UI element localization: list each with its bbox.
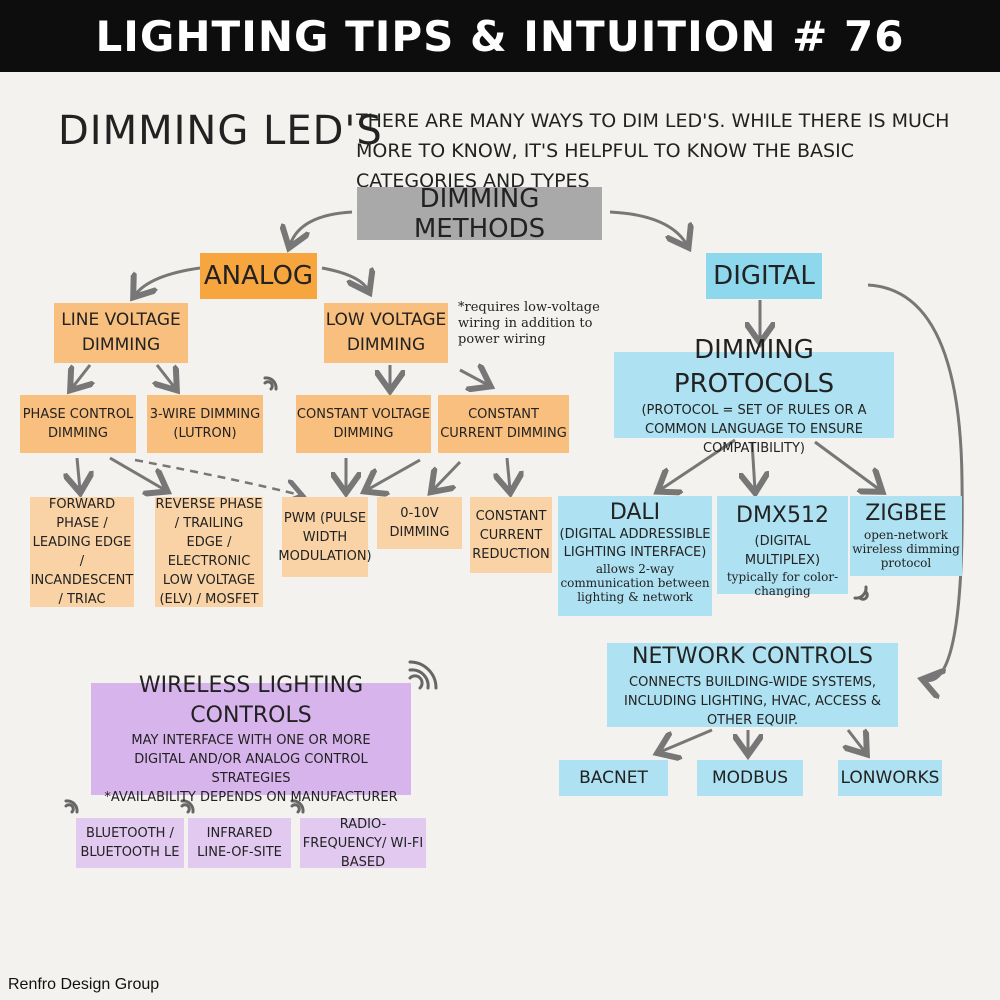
wireless-title: WIRELESS LIGHTING CONTROLS: [138, 673, 364, 728]
reverse-phase-node: REVERSE PHASE / TRAILING EDGE / ELECTRON…: [155, 497, 263, 607]
modbus-node: MODBUS: [697, 760, 803, 796]
constant-voltage-node: CONSTANT VOLTAGE DIMMING: [296, 395, 431, 453]
constant-voltage-label: CONSTANT VOLTAGE DIMMING: [296, 407, 431, 441]
infrared-label: INFRARED LINE-OF-SITE: [197, 826, 282, 860]
wireless-signal-icon: [64, 799, 79, 814]
infrared-node: INFRARED LINE-OF-SITE: [188, 818, 291, 868]
page-title: DIMMING LED'S: [58, 108, 383, 154]
wireless-signal-icon: [290, 799, 305, 814]
bluetooth-label: BLUETOOTH / BLUETOOTH LE: [80, 826, 180, 860]
line-voltage-node: LINE VOLTAGE DIMMING: [54, 303, 188, 363]
wireless-signal-icon: [180, 799, 195, 814]
dimming-protocols-node: DIMMING PROTOCOLS (PROTOCOL = SET OF RUL…: [614, 335, 894, 456]
dimming-methods-label: DIMMING METHODS: [413, 183, 546, 244]
dimming-methods-node: DIMMING METHODS: [357, 184, 602, 244]
dmx512-subtitle: (DIGITAL MULTIPLEX): [744, 534, 821, 568]
three-wire-node: 3-WIRE DIMMING (LUTRON): [147, 395, 263, 453]
low-voltage-note: *requires low-voltage wiring in addition…: [458, 300, 600, 347]
zigbee-node: ZIGBEE open-network wireless dimming pro…: [850, 496, 962, 576]
analog-node: ANALOG: [200, 253, 317, 299]
dali-subtitle: (DIGITAL ADDRESSIBLE LIGHTING INTERFACE): [559, 527, 711, 560]
zigbee-note: open-network wireless dimming protocol: [852, 528, 960, 570]
dali-note: allows 2-way communication between light…: [560, 562, 710, 604]
reverse-phase-label: REVERSE PHASE / TRAILING EDGE / ELECTRON…: [155, 497, 263, 607]
page-header: LIGHTING TIPS & INTUITION # 76: [0, 0, 1000, 72]
dali-node: DALI (DIGITAL ADDRESSIBLE LIGHTING INTER…: [558, 496, 712, 616]
wireless-signal-icon: [263, 376, 278, 391]
bacnet-label: BACNET: [579, 768, 648, 788]
dali-title: DALI: [609, 500, 661, 525]
dmx512-title: DMX512: [736, 503, 829, 528]
protocols-subtitle: (PROTOCOL = SET OF RULES OR A COMMON LAN…: [641, 402, 867, 456]
lonworks-node: LONWORKS: [838, 760, 942, 796]
modbus-label: MODBUS: [711, 768, 789, 788]
footer-credit: Renfro Design Group: [8, 976, 160, 993]
pwm-label: PWM (PULSE WIDTH MODULATION): [278, 510, 372, 564]
pwm-node: PWM (PULSE WIDTH MODULATION): [278, 497, 372, 577]
digital-label: DIGITAL: [713, 261, 815, 291]
dmx512-note: typically for color-changing: [726, 570, 839, 598]
zero-ten-node: 0-10V DIMMING: [377, 497, 462, 549]
bluetooth-node: BLUETOOTH / BLUETOOTH LE: [76, 818, 184, 868]
line-voltage-label: LINE VOLTAGE DIMMING: [61, 310, 181, 355]
low-voltage-label: LOW VOLTAGE DIMMING: [325, 310, 447, 355]
bacnet-node: BACNET: [559, 760, 668, 796]
wireless-signal-icon: [408, 660, 438, 690]
wireless-signal-icon: [853, 585, 869, 601]
network-controls-node: NETWORK CONTROLS CONNECTS BUILDING-WIDE …: [607, 643, 898, 728]
wireless-controls-node: WIRELESS LIGHTING CONTROLS MAY INTERFACE…: [91, 673, 411, 805]
rf-node: RADIO-FREQUENCY/ WI-FI BASED: [300, 817, 426, 870]
ccr-label: CONSTANT CURRENT REDUCTION: [472, 508, 550, 562]
phase-control-node: PHASE CONTROL DIMMING: [20, 395, 136, 453]
ccr-node: CONSTANT CURRENT REDUCTION: [470, 497, 552, 573]
dmx512-node: DMX512 (DIGITAL MULTIPLEX) typically for…: [717, 496, 848, 598]
digital-node: DIGITAL: [706, 253, 822, 299]
forward-phase-node: FORWARD PHASE / LEADING EDGE / INCANDESC…: [30, 497, 134, 607]
analog-label: ANALOG: [203, 261, 314, 291]
low-voltage-node: LOW VOLTAGE DIMMING: [324, 303, 448, 363]
wireless-subtitle: MAY INTERFACE WITH ONE OR MORE DIGITAL A…: [131, 733, 371, 786]
lonworks-label: LONWORKS: [840, 768, 940, 788]
protocols-title: DIMMING PROTOCOLS: [673, 334, 835, 399]
zero-ten-label: 0-10V DIMMING: [389, 506, 450, 540]
constant-current-label: CONSTANT CURRENT DIMMING: [440, 407, 567, 441]
zigbee-title: ZIGBEE: [865, 501, 947, 526]
forward-phase-label: FORWARD PHASE / LEADING EDGE / INCANDESC…: [30, 497, 134, 607]
rf-label: RADIO-FREQUENCY/ WI-FI BASED: [302, 816, 424, 870]
wireless-note: *AVAILABILITY DEPENDS ON MANUFACTURER: [104, 790, 398, 805]
constant-current-node: CONSTANT CURRENT DIMMING: [438, 395, 569, 453]
header-title: LIGHTING TIPS & INTUITION # 76: [95, 11, 905, 61]
network-title: NETWORK CONTROLS: [632, 643, 873, 669]
intro-text: THERE ARE MANY WAYS TO DIM LED'S. WHILE …: [356, 110, 950, 192]
phase-control-label: PHASE CONTROL DIMMING: [22, 407, 134, 441]
network-subtitle: CONNECTS BUILDING-WIDE SYSTEMS, INCLUDIN…: [624, 674, 881, 728]
three-wire-label: 3-WIRE DIMMING (LUTRON): [149, 407, 261, 441]
